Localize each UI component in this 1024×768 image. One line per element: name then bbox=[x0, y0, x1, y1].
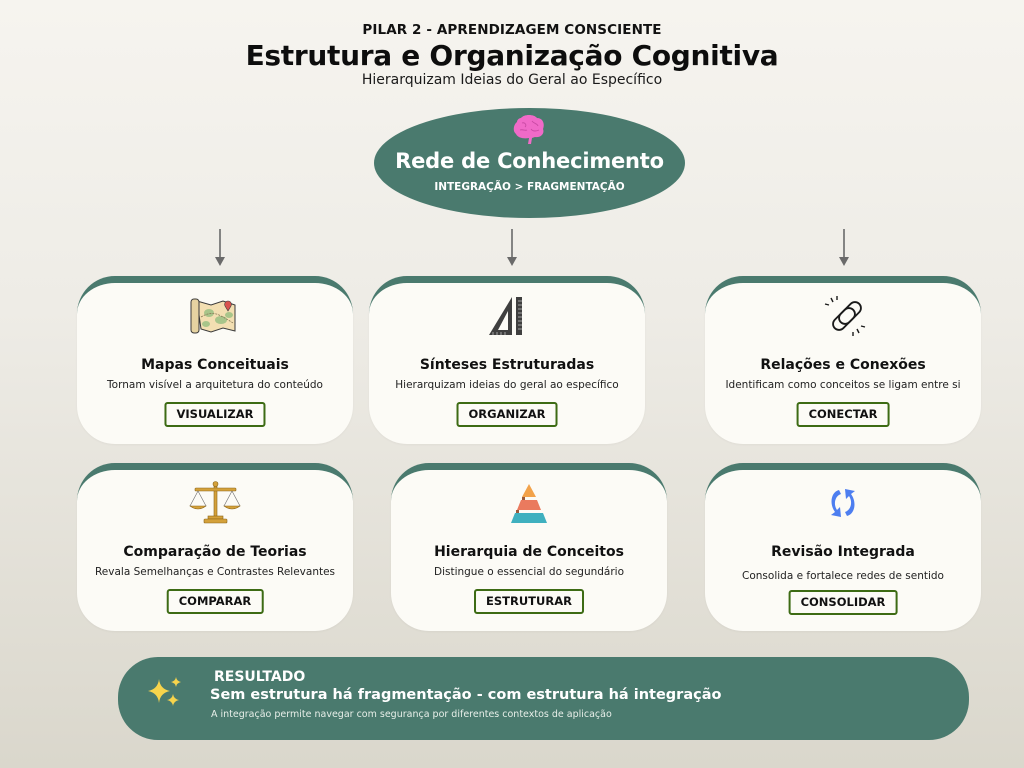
pillar-label: PILAR 2 - APRENDIZAGEM CONSCIENTE bbox=[362, 22, 662, 38]
card-description: Revala Semelhanças e Contrastes Relevant… bbox=[94, 566, 336, 578]
refresh-icon bbox=[831, 489, 855, 517]
card-comparacao-teorias: Comparação de Teorias Revala Semelhanças… bbox=[77, 463, 353, 631]
estruturar-button[interactable]: ESTRUTURAR bbox=[474, 589, 584, 614]
card-title: Hierarquia de Conceitos bbox=[434, 544, 624, 560]
card-description: Consolida e fortalece redes de sentido bbox=[742, 570, 944, 582]
card-description: Hierarquizam ideias do geral ao específi… bbox=[395, 379, 619, 391]
card-hierarquia-conceitos: Hierarquia de Conceitos Distingue o esse… bbox=[391, 463, 667, 631]
card-revisao-integrada: Revisão Integrada Consolida e fortalece … bbox=[705, 463, 981, 631]
card-description: Distingue o essencial do segundário bbox=[433, 566, 625, 578]
result-label: RESULTADO bbox=[214, 669, 306, 685]
pyramid-icon bbox=[511, 484, 547, 523]
balance-scale-icon bbox=[189, 481, 241, 524]
center-node-title: Rede de Conhecimento bbox=[395, 149, 664, 173]
ruler-triangle-icon bbox=[489, 297, 522, 335]
comparar-button[interactable]: COMPARAR bbox=[166, 589, 264, 614]
visualizar-button[interactable]: VISUALIZAR bbox=[164, 402, 266, 427]
brain-icon bbox=[513, 115, 544, 144]
page-title: Estrutura e Organização Cognitiva bbox=[245, 39, 779, 72]
card-description: Identificam como conceitos se ligam entr… bbox=[725, 379, 961, 391]
center-node-subtitle: INTEGRAÇÃO > FRAGMENTAÇÃO bbox=[434, 181, 625, 193]
card-title: Mapas Conceituais bbox=[141, 357, 289, 373]
arrow-down-icon bbox=[215, 229, 225, 266]
center-node: Rede de Conhecimento INTEGRAÇÃO > FRAGME… bbox=[374, 108, 685, 218]
card-sinteses-estruturadas: Sínteses Estruturadas Hierarquizam ideia… bbox=[369, 276, 645, 444]
card-title: Sínteses Estruturadas bbox=[419, 357, 595, 373]
result-description: A integração permite navegar com seguran… bbox=[211, 709, 612, 720]
consolidar-button[interactable]: CONSOLIDAR bbox=[788, 590, 898, 615]
card-mapas-conceituais: Mapas Conceituais Tornam visível a arqui… bbox=[77, 276, 353, 444]
card-title: Relações e Conexões bbox=[760, 357, 926, 373]
card-title: Revisão Integrada bbox=[771, 544, 915, 560]
map-icon bbox=[190, 298, 236, 334]
card-title: Comparação de Teorias bbox=[123, 544, 307, 560]
card-relacoes-conexoes: Relações e Conexões Identificam como con… bbox=[705, 276, 981, 444]
result-banner: RESULTADO Sem estrutura há fragmentação … bbox=[118, 657, 969, 740]
header: PILAR 2 - APRENDIZAGEM CONSCIENTE Estrut… bbox=[0, 22, 1024, 88]
chain-link-icon bbox=[824, 296, 866, 336]
arrow-down-icon bbox=[507, 229, 517, 266]
arrow-down-icon bbox=[839, 229, 849, 266]
result-title: Sem estrutura há fragmentação - com estr… bbox=[210, 687, 722, 703]
sparkle-icon bbox=[148, 677, 181, 706]
conectar-button[interactable]: CONECTAR bbox=[796, 402, 890, 427]
card-description: Tornam visível a arquitetura do conteúdo bbox=[107, 379, 323, 391]
organizar-button[interactable]: ORGANIZAR bbox=[456, 402, 558, 427]
page-subtitle: Hierarquizam Ideias do Geral ao Específi… bbox=[361, 72, 663, 88]
